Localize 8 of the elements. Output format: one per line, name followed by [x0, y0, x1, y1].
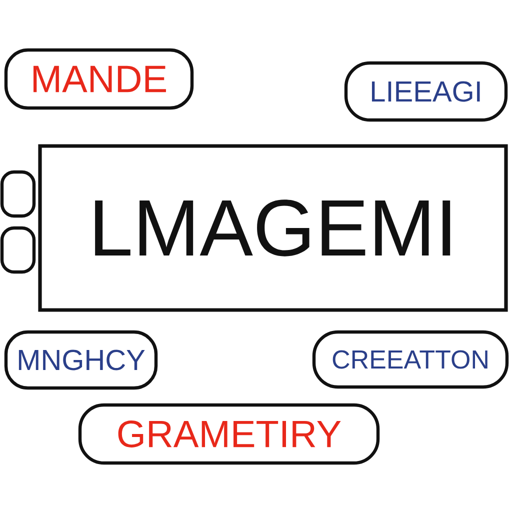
label-pill: CREEATTON	[312, 330, 509, 389]
label-pill: MANDE	[4, 48, 194, 110]
empty-pill	[0, 226, 36, 274]
empty-pill	[0, 170, 36, 218]
title-box: LMAGEMI	[38, 144, 508, 312]
label-pill: GRAMETIRY	[78, 403, 380, 465]
label-pill: MNGHCY	[4, 330, 158, 390]
label-pill: LIEEAGI	[344, 61, 508, 122]
